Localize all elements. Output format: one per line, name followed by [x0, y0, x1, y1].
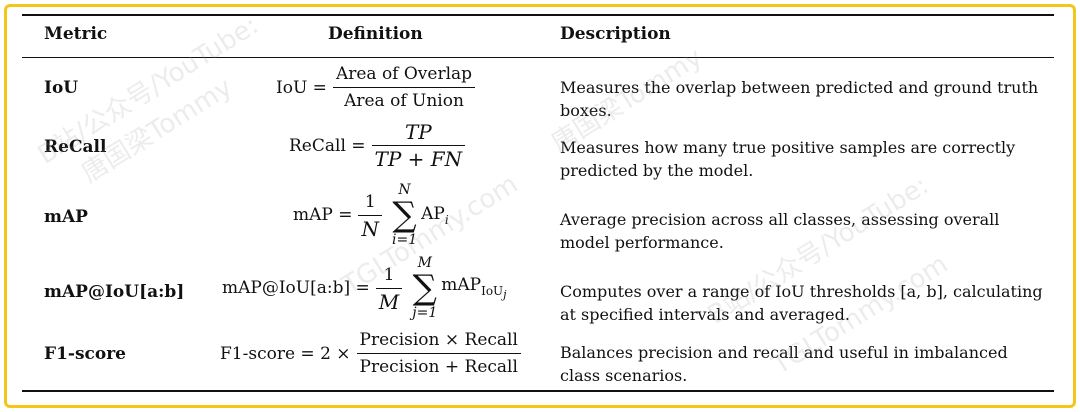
metric-f1: F1-score — [44, 344, 126, 364]
fraction-bar — [358, 214, 382, 216]
fraction: Area of Overlap Area of Union — [332, 61, 476, 114]
metric-recall: ReCall — [44, 137, 107, 157]
fraction: TP TP + FN — [371, 119, 466, 172]
sigma-symbol: ∑ — [412, 268, 437, 308]
sum-upper-limit: M — [417, 255, 432, 271]
metric-iou: IoU — [44, 78, 79, 98]
sum-term: mAPIoUj — [441, 275, 506, 301]
fraction-numerator: 1 — [364, 191, 376, 212]
formula-lhs: F1-score = 2 × — [220, 343, 351, 364]
fraction-denominator: TP + FN — [374, 147, 463, 171]
header-metric: Metric — [44, 24, 108, 44]
description-recall: Measures how many true positive samples … — [560, 138, 1016, 180]
metric-map-iou: mAP@IoU[a:b] — [44, 282, 185, 302]
fraction-denominator: M — [378, 289, 400, 314]
fraction-numerator: Area of Overlap — [335, 64, 473, 84]
description-iou: Measures the overlap between predicted a… — [560, 78, 1039, 120]
description-f1: Balances precision and recall and useful… — [560, 343, 1008, 385]
fraction-numerator: Precision × Recall — [359, 330, 518, 350]
fraction-numerator: TP — [404, 120, 432, 144]
table-frame — [4, 4, 1076, 408]
formula-lhs: mAP@IoU[a:b] = — [222, 278, 370, 298]
formula-recall: ReCall = TP TP + FN — [289, 119, 471, 172]
fraction-bar — [356, 353, 521, 354]
description-map: Average precision across all classes, as… — [560, 210, 1000, 252]
summation: M ∑ j=1 — [412, 255, 437, 321]
fraction-bar — [332, 87, 476, 88]
sigma-symbol: ∑ — [392, 195, 417, 235]
header-description: Description — [560, 24, 671, 44]
fraction-denominator: N — [361, 216, 379, 241]
fraction: Precision × Recall Precision + Recall — [356, 327, 521, 380]
formula-lhs: ReCall = — [289, 135, 366, 156]
sum-lower-limit: j=1 — [412, 305, 438, 321]
fraction-denominator: Precision + Recall — [359, 357, 518, 377]
term-subscript-index: j — [503, 288, 507, 301]
term-text: mAP — [441, 275, 482, 295]
header-definition: Definition — [328, 24, 423, 44]
fraction-bar — [375, 287, 403, 289]
header-rule — [22, 57, 1054, 58]
formula-lhs: mAP = — [293, 205, 353, 225]
sum-upper-limit: N — [398, 182, 411, 198]
term-subscript: i — [444, 212, 449, 227]
description-map-iou: Computes over a range of IoU thresholds … — [560, 282, 1043, 324]
formula-iou: IoU = Area of Overlap Area of Union — [276, 61, 481, 114]
fraction-numerator: 1 — [383, 264, 395, 285]
sum-term: APi — [421, 204, 449, 227]
term-subscript: IoU — [481, 284, 504, 298]
metric-map: mAP — [44, 207, 88, 227]
formula-f1: F1-score = 2 × Precision × Recall Precis… — [220, 327, 527, 380]
summation: N ∑ i=1 — [392, 182, 417, 248]
sum-lower-limit: i=1 — [391, 232, 418, 248]
formula-lhs: IoU = — [276, 77, 327, 98]
top-rule — [22, 14, 1054, 16]
fraction-denominator: Area of Union — [344, 91, 464, 111]
formula-map: mAP = 1 N N ∑ i=1 APi — [293, 182, 449, 248]
fraction-bar — [371, 145, 466, 146]
term-text: AP — [421, 203, 445, 224]
formula-map-iou: mAP@IoU[a:b] = 1 M M ∑ j=1 mAPIoUj — [222, 255, 507, 321]
fraction: 1 N — [358, 189, 382, 242]
fraction: 1 M — [375, 262, 403, 315]
bottom-rule — [22, 390, 1054, 392]
